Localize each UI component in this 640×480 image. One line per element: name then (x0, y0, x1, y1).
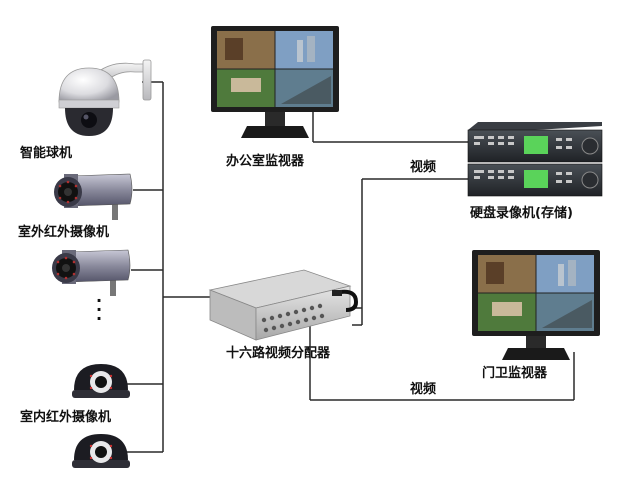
label-splitter: 十六路视频分配器 (226, 346, 331, 361)
label-outdoor-ir-camera: 室外红外摄像机 (18, 225, 110, 240)
dvr-icon (467, 122, 603, 197)
label-office-monitor: 办公室监视器 (226, 154, 305, 169)
monitor-icon (472, 250, 600, 360)
ptz-dome-camera-icon (58, 59, 152, 136)
bullet-camera-icon (54, 173, 133, 220)
bullet-camera-icon (52, 249, 131, 296)
label-indoor-ir-camera: 室内红外摄像机 (20, 410, 112, 425)
dome-camera-icon (72, 434, 130, 468)
camera-ellipsis: · · · (96, 291, 103, 328)
label-video-lower: 视频 (410, 382, 437, 397)
label-dvr: 硬盘录像机(存储) (470, 206, 573, 221)
monitor-icon (211, 26, 339, 138)
label-gate-monitor: 门卫监视器 (482, 366, 548, 381)
dome-camera-icon (72, 364, 130, 398)
video-splitter-icon (208, 269, 359, 341)
label-video-upper: 视频 (410, 160, 437, 175)
label-ptz-camera: 智能球机 (20, 146, 73, 161)
